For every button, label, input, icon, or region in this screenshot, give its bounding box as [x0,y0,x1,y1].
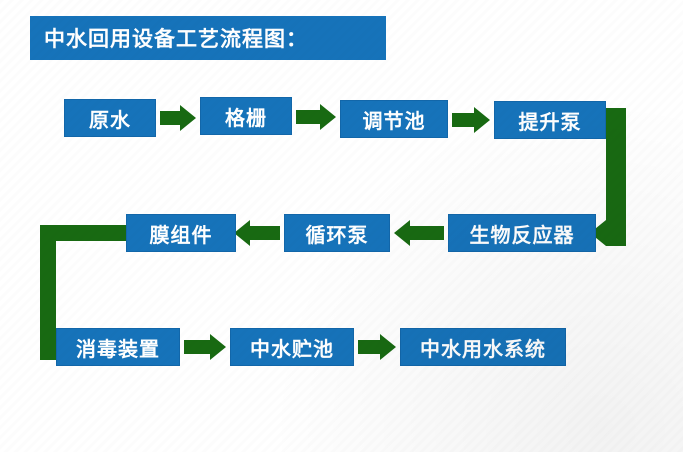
arrow-raw-water-to-grille [160,105,196,131]
node-label: 调节池 [362,108,426,133]
node-disinfection-device: 消毒装置 [56,328,180,366]
arrow-storage-to-usage-system [358,334,396,360]
node-label: 生物反应器 [469,222,575,247]
node-membrane-module: 膜组件 [126,214,236,252]
arrow-regulating-tank-to-lift-pump [452,107,490,133]
node-label: 中水用水系统 [420,336,546,361]
node-reclaimed-water-usage-system: 中水用水系统 [400,328,566,366]
arrow-circulation-pump-to-membrane-module [234,220,280,246]
node-label: 原水 [89,107,131,132]
connector-membrane-left [40,225,126,241]
node-reclaimed-water-storage: 中水贮池 [230,328,354,366]
node-raw-water: 原水 [64,99,156,137]
node-label: 循环泵 [305,222,369,247]
arrowhead-into-bioreactor [590,220,606,246]
diagram-title: 中水回用设备工艺流程图： [30,16,386,60]
node-regulating-tank: 调节池 [340,100,448,138]
node-label: 消毒装置 [76,336,160,361]
node-label: 膜组件 [149,222,213,247]
arrow-disinfection-to-storage [184,334,226,360]
diagram-title-text: 中水回用设备工艺流程图： [44,27,308,51]
node-label: 提升泵 [518,109,582,134]
node-bioreactor: 生物反应器 [448,214,596,252]
connector-lift-pump-down [606,108,626,246]
node-label: 格栅 [225,105,267,130]
node-lift-pump: 提升泵 [494,101,606,139]
arrow-grille-to-regulating-tank [296,104,336,130]
node-label: 中水贮池 [250,336,334,361]
node-grille: 格栅 [200,97,292,135]
node-circulation-pump: 循环泵 [284,214,390,252]
arrow-bioreactor-to-circulation-pump [394,220,444,246]
connector-membrane-down [40,225,56,360]
